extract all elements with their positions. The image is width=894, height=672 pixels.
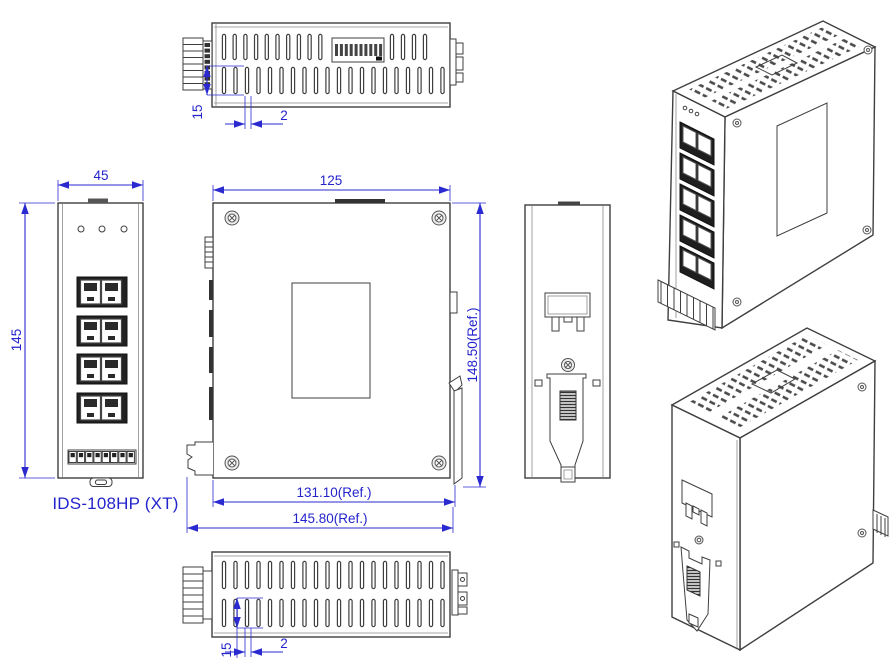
iso1-led-indicators bbox=[682, 105, 700, 117]
terminal-block-bottom bbox=[182, 566, 213, 624]
corner-screws bbox=[224, 210, 447, 471]
iso1-terminal-block bbox=[657, 279, 716, 331]
bottom-vent-slots-row2 bbox=[221, 598, 445, 628]
led-indicators bbox=[77, 225, 128, 233]
front-view-drawing: 45 145 bbox=[5, 168, 205, 500]
top-view-drawing: 15 2 bbox=[178, 8, 478, 136]
terminal-block-front bbox=[67, 449, 137, 465]
rj45-port-pairs bbox=[76, 276, 128, 424]
iso2-top-vents bbox=[686, 335, 858, 429]
side-right-din-clip bbox=[448, 291, 463, 485]
dim-label-front-145: 145 bbox=[9, 329, 24, 352]
din-latch-tab-front bbox=[89, 477, 113, 487]
top-view-body bbox=[211, 22, 451, 108]
iso2-rear-screw bbox=[694, 535, 704, 545]
dim-label-bottom-15: 15 bbox=[219, 642, 234, 657]
dimension-side-13110: 131.10(Ref.) bbox=[212, 480, 456, 507]
dim-label-side-14580: 145.80(Ref.) bbox=[292, 511, 367, 526]
dim-label-front-45: 45 bbox=[93, 168, 108, 183]
iso2-terminal-edge bbox=[872, 509, 889, 537]
dim-label-side-125: 125 bbox=[320, 173, 343, 188]
iso1-dip-switch bbox=[754, 54, 799, 76]
rj45-pair-row1 bbox=[76, 276, 128, 308]
din-rail-clip-rear bbox=[534, 373, 601, 483]
dim-label-side-13110: 131.10(Ref.) bbox=[296, 485, 371, 500]
model-label: IDS-108HP (XT) bbox=[52, 494, 179, 513]
dimension-side-14580: 145.80(Ref.) bbox=[186, 477, 454, 533]
dimension-bottom-15: 15 bbox=[219, 597, 263, 658]
bottom-vent-slots-row1 bbox=[221, 560, 445, 590]
dim-label-bottom-2: 2 bbox=[280, 636, 288, 651]
iso2-din-bracket bbox=[681, 479, 713, 527]
side-label-area bbox=[291, 282, 371, 399]
dim-label-top-2: 2 bbox=[280, 108, 288, 123]
rj45-pair-row2 bbox=[76, 315, 128, 347]
rear-screw bbox=[561, 358, 575, 372]
rear-view-drawing bbox=[513, 193, 625, 495]
iso1-top-vents bbox=[688, 27, 861, 109]
iso2-side-screws bbox=[857, 382, 867, 538]
dimension-top-15: 15 bbox=[190, 65, 244, 120]
din-clip-edge-bottom bbox=[451, 569, 468, 616]
dim-label-side-14850: 148.50(Ref.) bbox=[465, 307, 480, 382]
terminal-block-top bbox=[182, 37, 213, 91]
din-clip-edge-top bbox=[449, 38, 464, 86]
dip-switch-block bbox=[331, 37, 385, 63]
side-release-tab bbox=[186, 441, 213, 476]
dimension-bottom-2: 2 bbox=[225, 628, 288, 657]
side-left-connector bbox=[204, 236, 214, 420]
dim-label-top-15: 15 bbox=[190, 104, 205, 119]
dimension-top-2: 2 bbox=[225, 96, 288, 129]
dimension-front-45: 45 bbox=[57, 168, 144, 201]
dimension-front-145: 145 bbox=[9, 202, 55, 479]
rj45-pair-row3 bbox=[76, 353, 128, 385]
iso2-dip-switch bbox=[750, 369, 797, 394]
dimension-side-125: 125 bbox=[212, 173, 451, 201]
vent-slots-row2 bbox=[221, 66, 445, 95]
side-body bbox=[212, 199, 451, 479]
dimension-side-14850: 148.50(Ref.) bbox=[452, 202, 486, 488]
rj45-pair-row4 bbox=[76, 392, 128, 424]
din-bracket-upper bbox=[544, 292, 591, 332]
iso1-rj45-ports bbox=[679, 121, 715, 290]
isometric-front-view bbox=[640, 0, 894, 336]
iso1-screws bbox=[732, 45, 873, 307]
isometric-rear-view bbox=[640, 320, 894, 672]
iso1-side-label bbox=[776, 102, 828, 237]
side-view-drawing: 125 bbox=[183, 163, 495, 543]
bottom-view-body bbox=[211, 551, 451, 638]
iso2-din-rail-clip bbox=[673, 541, 722, 632]
vent-slots-row1 bbox=[221, 33, 428, 61]
bottom-view-drawing: 15 2 bbox=[178, 540, 478, 670]
